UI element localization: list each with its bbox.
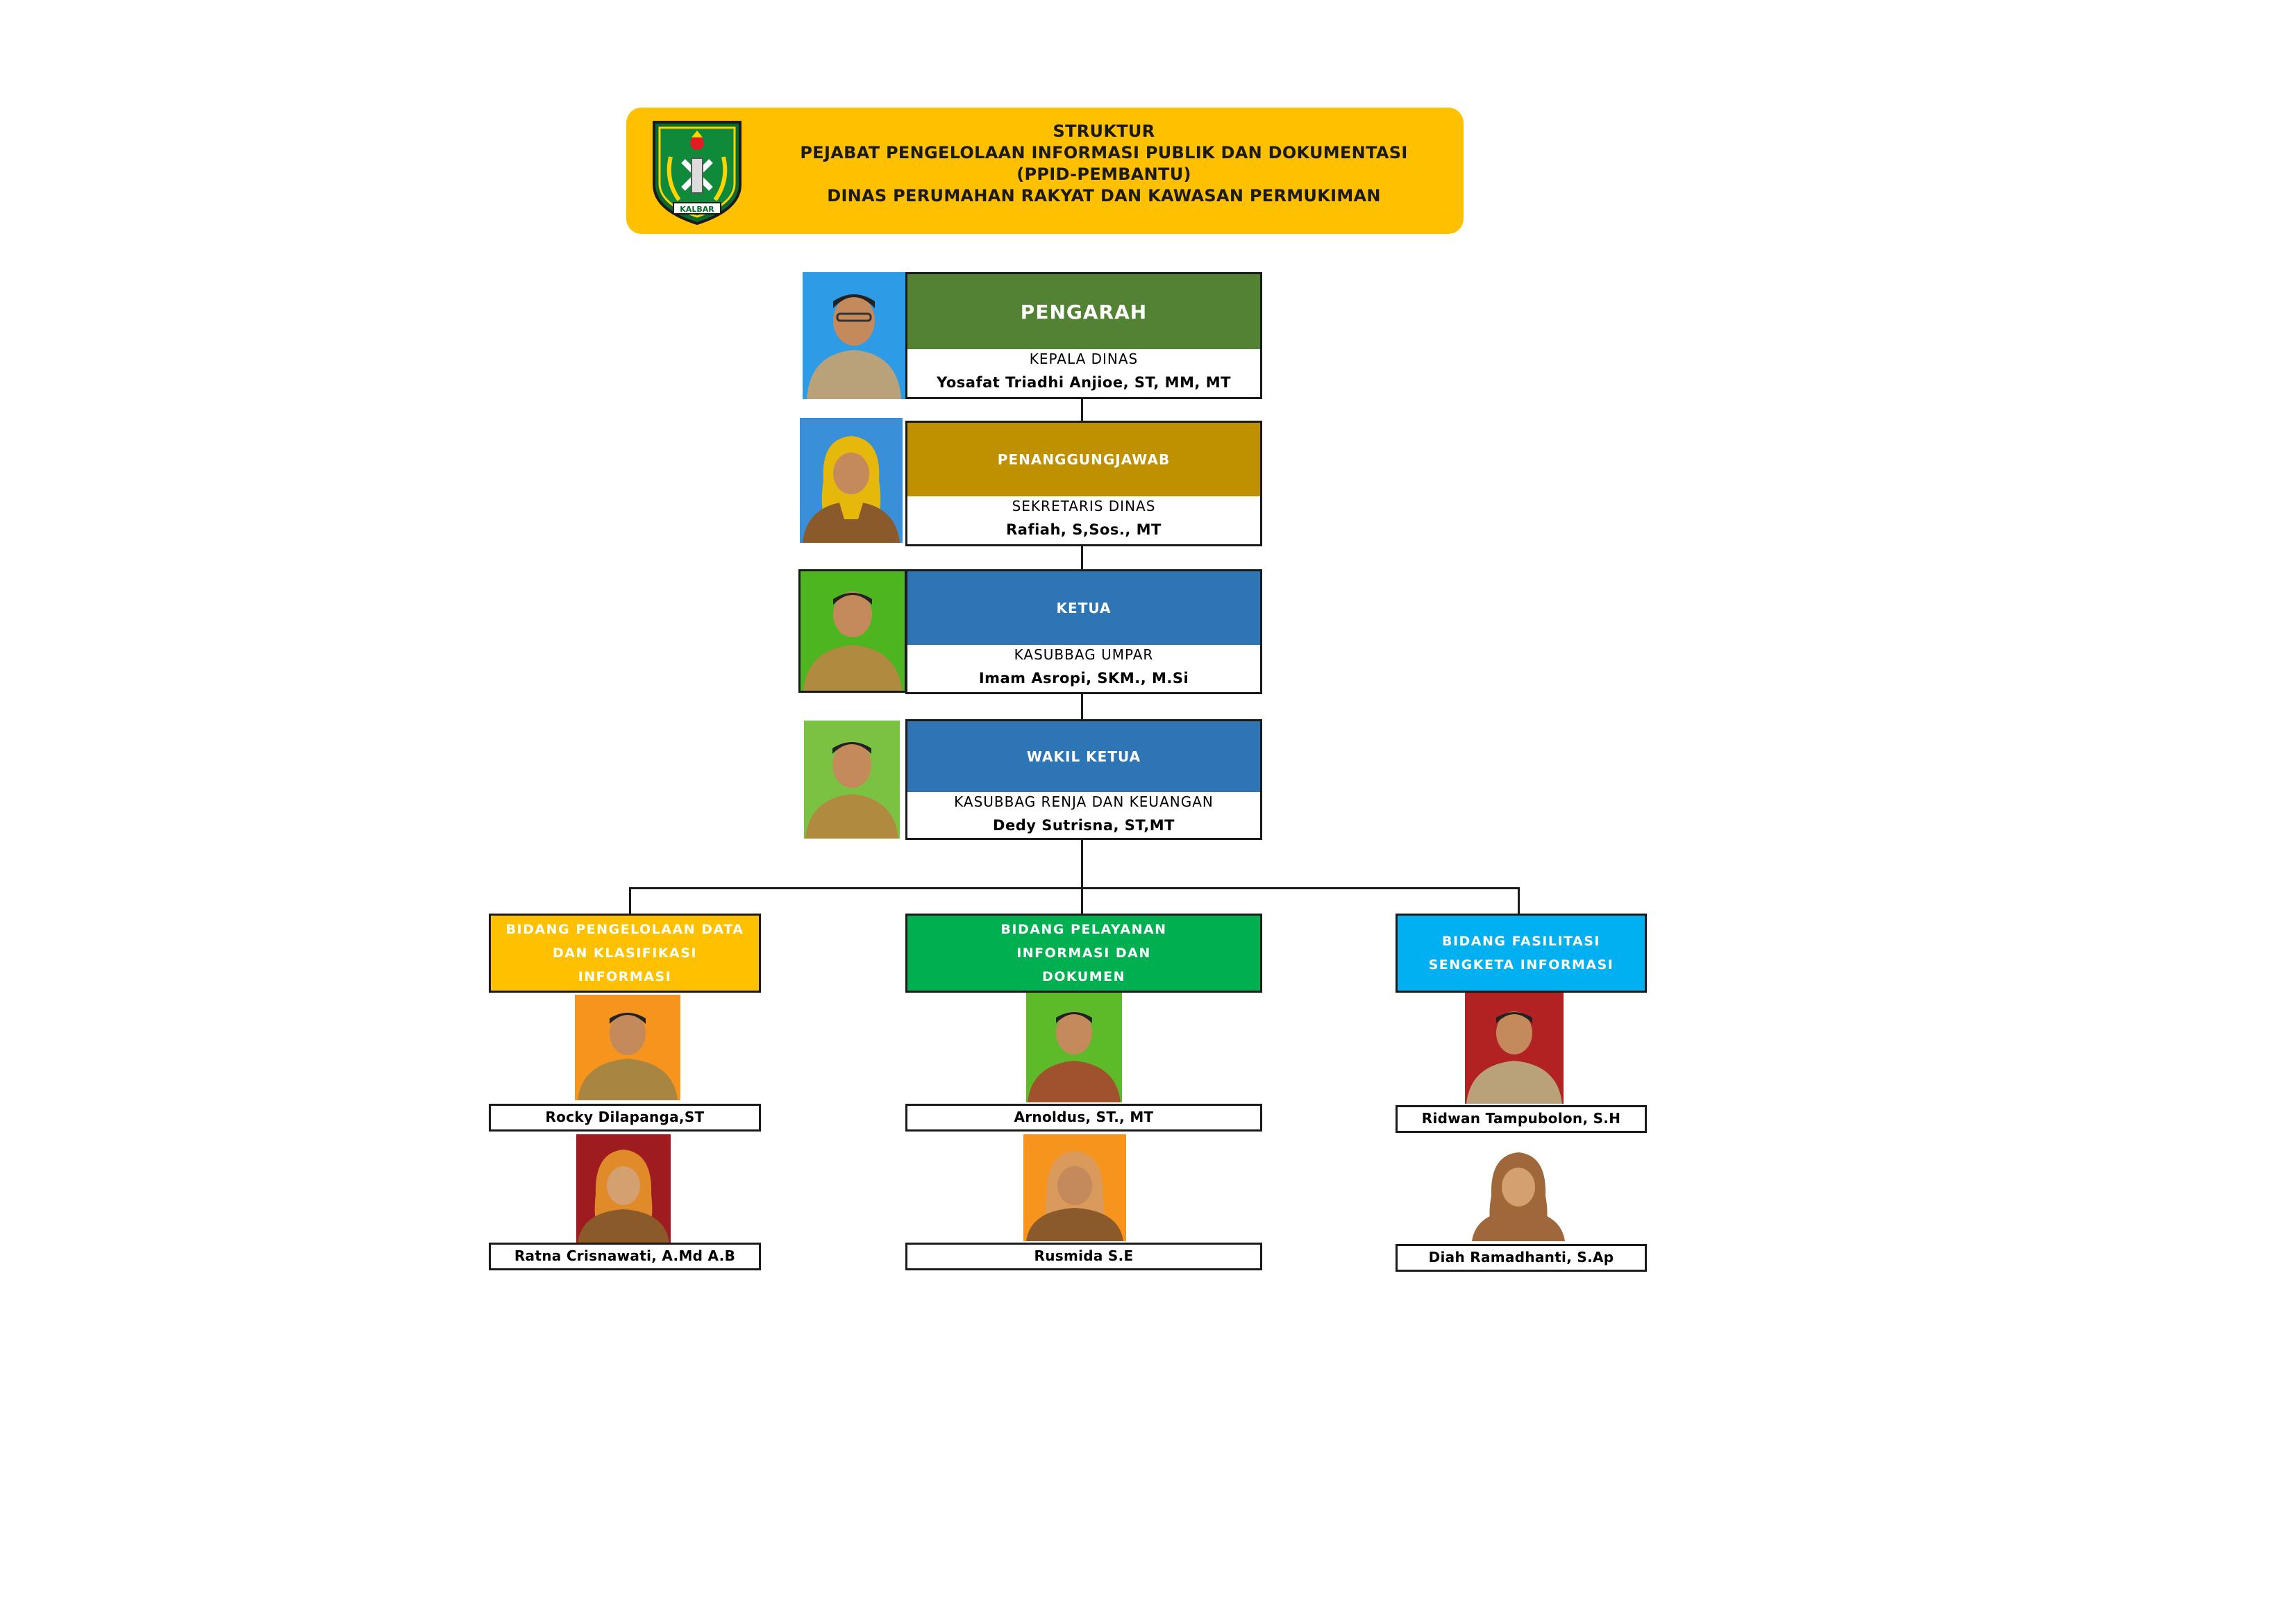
header-banner — [626, 108, 1464, 234]
division-box-pelayanan-informasi: BIDANG PELAYANAN INFORMASI DAN DOKUMEN — [905, 914, 1262, 993]
role-person-name: Dedy Sutrisna, ST,MT — [993, 817, 1175, 834]
member-name-box: Rocky Dilapanga,ST — [489, 1104, 761, 1132]
member-name-box: Rusmida S.E — [905, 1243, 1262, 1270]
role-position: KASUBBAG UMPAR — [1014, 646, 1154, 663]
header-line-4: DINAS PERUMAHAN RAKYAT DAN KAWASAN PERMU… — [827, 186, 1381, 205]
role-header: PENANGGUNGJAWAB — [907, 423, 1260, 496]
photo-division-2-member-2 — [1023, 1134, 1126, 1241]
member-name-box: Diah Ramadhanti, S.Ap — [1396, 1244, 1647, 1272]
member-name-box: Ratna Crisnawati, A.Md A.B — [489, 1243, 761, 1270]
role-person-name: Imam Asropi, SKM., M.Si — [978, 670, 1189, 687]
kalbar-emblem-logo: KALBAR — [650, 118, 744, 226]
division-box-pengelolaan-data: BIDANG PENGELOLAAN DATA DAN KLASIFIKASI … — [489, 914, 761, 993]
role-box-pengarah: PENGARAH KEPALA DINAS Yosafat Triadhi An… — [905, 272, 1262, 399]
photo-division-1-member-2 — [576, 1134, 671, 1243]
header-line-1: STRUKTUR — [1053, 121, 1155, 141]
connector-drop-center — [1081, 887, 1083, 914]
photo-division-3-member-1 — [1465, 993, 1564, 1104]
role-position: KASUBBAG RENJA DAN KEUANGAN — [954, 793, 1214, 810]
role-header: KETUA — [907, 571, 1260, 645]
member-name-box: Arnoldus, ST., MT — [905, 1104, 1262, 1132]
role-person-name: Yosafat Triadhi Anjioe, ST, MM, MT — [937, 374, 1231, 391]
role-box-wakil-ketua: WAKIL KETUA KASUBBAG RENJA DAN KEUANGAN … — [905, 719, 1262, 840]
member-name-box: Ridwan Tampubolon, S.H — [1396, 1105, 1647, 1133]
connector-drop-right — [1518, 887, 1520, 914]
photo-pengarah — [803, 272, 905, 399]
role-header: WAKIL KETUA — [907, 721, 1260, 792]
svg-text:KALBAR: KALBAR — [680, 205, 714, 214]
division-box-fasilitasi-sengketa: BIDANG FASILITASI SENGKETA INFORMASI — [1396, 914, 1647, 993]
role-position: SEKRETARIS DINAS — [1012, 498, 1156, 514]
role-header: PENGARAH — [907, 274, 1260, 349]
header-title: STRUKTUR PEJABAT PENGELOLAAN INFORMASI P… — [757, 121, 1451, 207]
photo-penanggungjawab — [800, 418, 903, 543]
role-box-penanggungjawab: PENANGGUNGJAWAB SEKRETARIS DINAS Rafiah,… — [905, 421, 1262, 546]
header-line-3: (PPID-PEMBANTU) — [1016, 165, 1191, 184]
photo-ketua — [798, 569, 907, 693]
role-person-name: Rafiah, S,Sos., MT — [1006, 521, 1162, 538]
header-line-2: PEJABAT PENGELOLAAN INFORMASI PUBLIK DAN… — [800, 143, 1408, 162]
connector-drop-left — [629, 887, 631, 914]
photo-division-2-member-1 — [1026, 993, 1122, 1102]
photo-wakil-ketua — [804, 721, 900, 839]
photo-division-1-member-1 — [575, 995, 680, 1100]
role-position: KEPALA DINAS — [1029, 351, 1139, 367]
role-box-ketua: KETUA KASUBBAG UMPAR Imam Asropi, SKM., … — [905, 569, 1262, 694]
connector-horizontal — [629, 887, 1520, 889]
photo-division-3-member-2 — [1470, 1137, 1566, 1241]
